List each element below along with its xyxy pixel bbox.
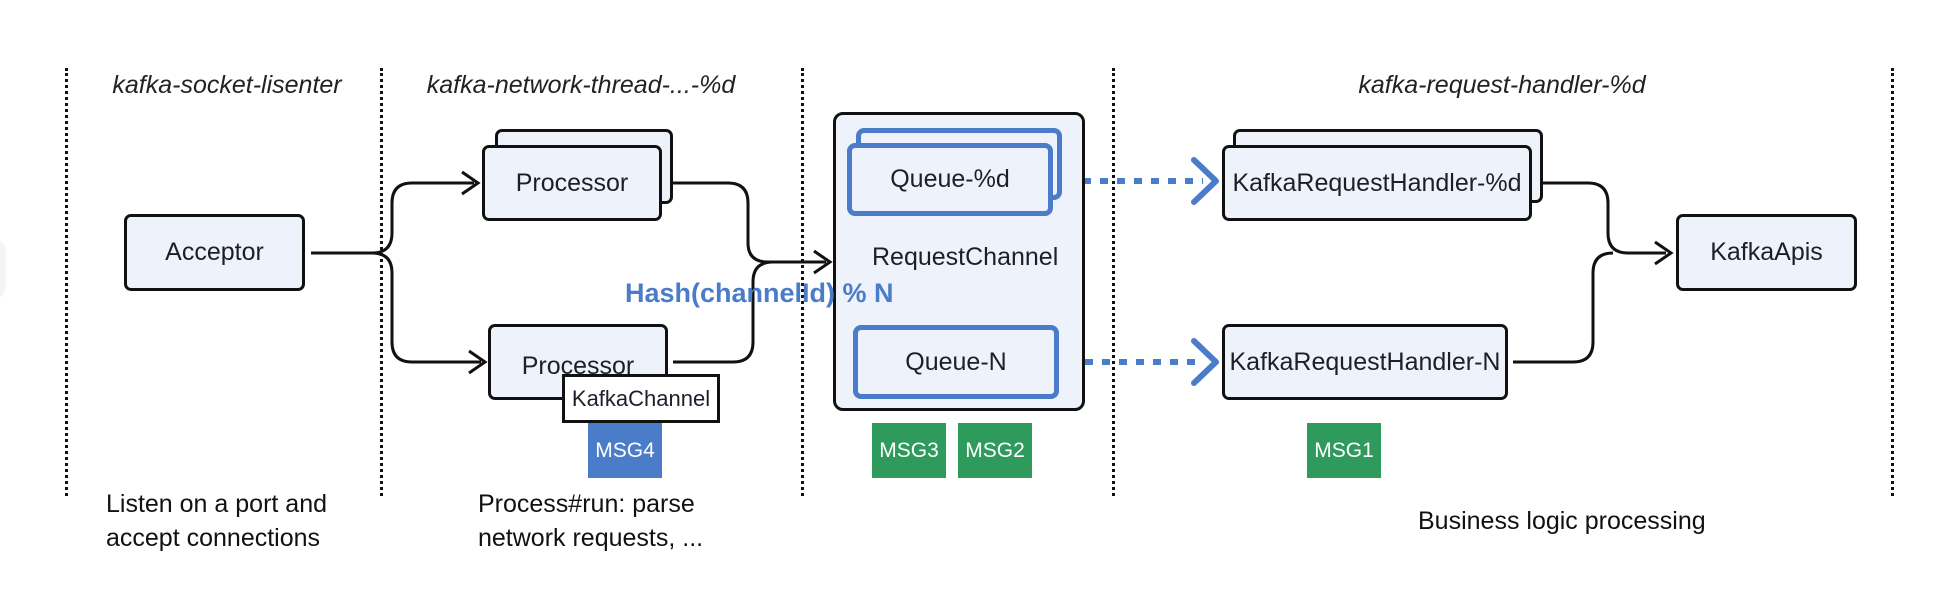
arrowhead-kafka-apis <box>1654 240 1674 266</box>
section-title-network-thread: kafka-network-thread-...-%d <box>426 71 736 99</box>
kafka-channel-node[interactable]: KafkaChannel <box>562 374 720 423</box>
section-divider-2 <box>380 68 383 496</box>
acceptor-node[interactable]: Acceptor <box>124 214 305 291</box>
section-description-socket-listener: Listen on a port and accept connections <box>106 487 327 555</box>
description-line: network requests, ... <box>478 524 704 552</box>
section-divider-4 <box>1112 68 1115 496</box>
section-divider-1 <box>65 68 68 496</box>
queue-top-node[interactable]: Queue-%d <box>847 143 1053 216</box>
msg2-badge: MSG2 <box>958 423 1032 478</box>
queue-bottom-node[interactable]: Queue-N <box>853 325 1059 399</box>
arrowhead-handler-top <box>1191 157 1219 205</box>
arrow-acceptor-to-processor-bottom <box>371 251 481 364</box>
processor-top-node[interactable]: Processor <box>482 145 662 221</box>
section-divider-3 <box>801 68 804 496</box>
request-channel-label: RequestChannel <box>872 243 1059 271</box>
arrowhead-processor-bottom <box>468 349 488 375</box>
arrow-processor-bottom-to-channel <box>673 260 774 364</box>
msg3-badge: MSG3 <box>872 423 946 478</box>
section-title-socket-listener: kafka-socket-lisenter <box>112 71 342 99</box>
msg1-badge: MSG1 <box>1307 423 1381 478</box>
arrowhead-handler-bottom <box>1191 338 1219 386</box>
msg4-badge: MSG4 <box>588 423 662 478</box>
handler-top-node[interactable]: KafkaRequestHandler-%d <box>1222 145 1532 221</box>
section-description-network-thread: Process#run: parse network requests, ... <box>478 487 703 555</box>
arrowhead-processor-top <box>461 170 481 196</box>
description-line: Process#run: parse <box>478 490 695 518</box>
section-divider-5 <box>1891 68 1894 496</box>
section-title-request-handler: kafka-request-handler-%d <box>1358 71 1646 99</box>
section-description-request-handler: Business logic processing <box>1418 504 1706 538</box>
arrow-handler-top-to-apis <box>1540 181 1666 255</box>
arrowhead-request-channel <box>813 249 833 275</box>
arrow-acceptor-to-processor-top <box>311 181 474 255</box>
description-line: Listen on a port and <box>106 490 327 518</box>
hash-channel-id-label: Hash(channelId) % N <box>625 278 894 308</box>
kafka-apis-node[interactable]: KafkaApis <box>1676 214 1857 291</box>
arrow-handler-bottom-to-apis <box>1513 251 1614 364</box>
side-panel-tab[interactable] <box>0 240 4 298</box>
description-line: Business logic processing <box>1418 507 1706 535</box>
handler-bottom-node[interactable]: KafkaRequestHandler-N <box>1222 324 1508 400</box>
description-line: accept connections <box>106 524 321 552</box>
